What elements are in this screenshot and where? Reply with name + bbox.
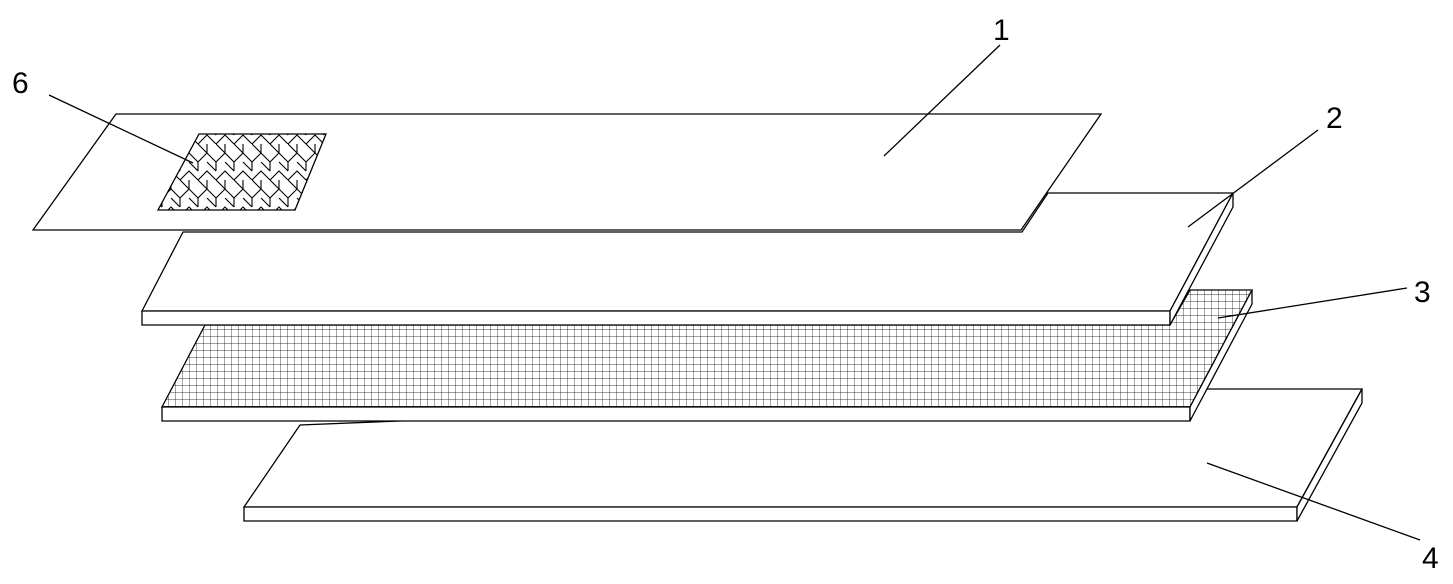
layer-3-side-edge: [1189, 289, 1253, 422]
layer-2-board: [140, 192, 1235, 326]
layer-4-side-edge: [1296, 388, 1363, 522]
leader-6: [48, 94, 194, 164]
layer-3-mesh-board: [160, 289, 1254, 422]
layer-2-front-edge: [141, 310, 1171, 326]
layer-3-front-edge: [161, 406, 1191, 422]
callout-3: 3: [1414, 276, 1431, 309]
callout-2: 2: [1326, 102, 1343, 135]
callout-6: 6: [12, 67, 29, 100]
leader-2: [1187, 129, 1319, 228]
leader-3: [1217, 287, 1408, 319]
layer-2-side-edge: [1169, 192, 1234, 326]
callout-1: 1: [993, 14, 1010, 47]
callout-4: 4: [1422, 542, 1439, 575]
leader-1: [883, 44, 1001, 157]
layer-4-front-edge: [243, 506, 1298, 522]
leader-4: [1206, 462, 1421, 541]
